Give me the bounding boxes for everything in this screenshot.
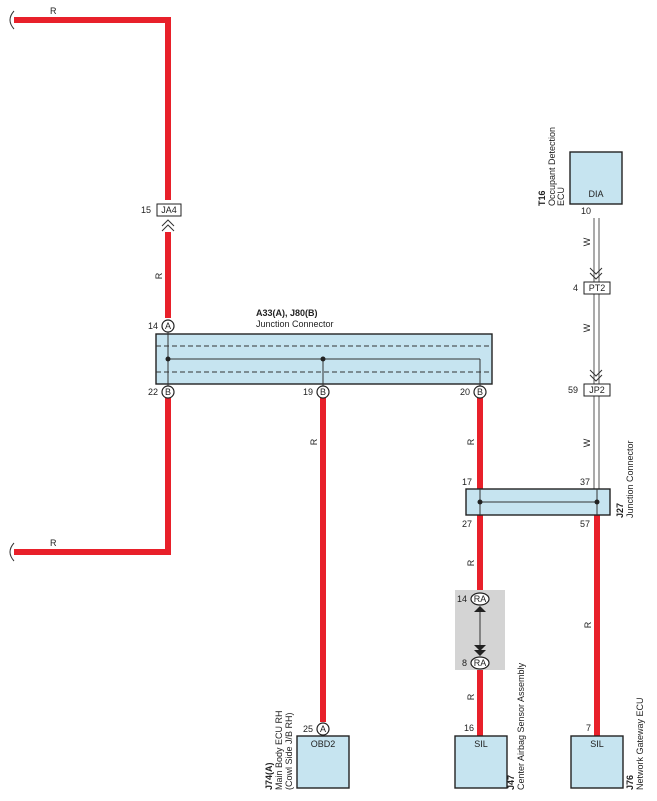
svg-text:J74(A): J74(A): [264, 762, 274, 790]
wire-label-r-j27-ra: R: [466, 559, 476, 566]
wire-label-w-3: W: [582, 438, 592, 447]
svg-text:A: A: [320, 724, 326, 734]
svg-text:20: 20: [460, 387, 470, 397]
svg-text:Junction Connector: Junction Connector: [256, 319, 334, 329]
svg-text:17: 17: [462, 477, 472, 487]
svg-text:14: 14: [148, 321, 158, 331]
svg-text:27: 27: [462, 519, 472, 529]
connector-ja4: JA4 15: [141, 203, 182, 232]
wire-label-w-1: W: [582, 237, 592, 246]
connector-ra: RA 14 RA 8: [455, 590, 505, 670]
svg-text:J76: J76: [625, 775, 635, 790]
wire-label-r-j76: R: [583, 621, 593, 628]
wire-top-break: [14, 17, 171, 200]
svg-text:19: 19: [303, 387, 313, 397]
svg-text:JA4: JA4: [161, 205, 177, 215]
break-mark-top: [9, 10, 15, 30]
svg-text:J27: J27: [615, 503, 625, 518]
svg-text:A33(A), J80(B): A33(A), J80(B): [256, 308, 318, 318]
break-mark-bottom: [9, 542, 15, 562]
wire-label-r-top: R: [50, 6, 57, 16]
junction-connector-j27: 17 37 27 57 J27 Junction Connector: [462, 440, 635, 529]
svg-text:B: B: [477, 387, 483, 397]
svg-text:Center Airbag Sensor Assembly: Center Airbag Sensor Assembly: [516, 662, 526, 790]
svg-text:Network Gateway ECU: Network Gateway ECU: [635, 697, 645, 790]
svg-text:B: B: [165, 387, 171, 397]
svg-text:57: 57: [580, 519, 590, 529]
svg-text:4: 4: [573, 283, 578, 293]
svg-text:22: 22: [148, 387, 158, 397]
svg-text:J47: J47: [506, 775, 516, 790]
ecu-j74-main-body: A 25 OBD2 J74(A) Main Body ECU RH (Cowl …: [264, 710, 350, 790]
svg-text:RA: RA: [474, 658, 487, 668]
connector-pt2: PT2 4: [573, 267, 611, 295]
wire-label-r-a33-j27: R: [466, 438, 476, 445]
wire-a33-bottom-break: [14, 398, 171, 555]
connector-jp2: JP2 59: [568, 369, 611, 397]
svg-text:Occupant Detection: Occupant Detection: [547, 127, 557, 206]
svg-text:15: 15: [141, 205, 151, 215]
svg-text:OBD2: OBD2: [311, 739, 336, 749]
svg-text:10: 10: [581, 206, 591, 216]
ecu-t16-occupant-detection: DIA 10 T16 Occupant Detection ECU: [537, 127, 623, 216]
svg-text:ECU: ECU: [556, 187, 566, 206]
svg-text:25: 25: [303, 724, 313, 734]
svg-text:16: 16: [464, 723, 474, 733]
svg-text:PT2: PT2: [589, 283, 606, 293]
wire-label-r-obd2: R: [309, 438, 319, 445]
svg-text:RA: RA: [474, 594, 487, 604]
svg-text:B: B: [320, 387, 326, 397]
junction-connector-a33: A33(A), J80(B) Junction Connector A 14 B…: [148, 308, 493, 399]
svg-text:T16: T16: [537, 190, 547, 206]
svg-text:Junction Connector: Junction Connector: [625, 440, 635, 518]
svg-text:JP2: JP2: [589, 385, 605, 395]
wire-label-w-2: W: [582, 323, 592, 332]
svg-text:SIL: SIL: [590, 739, 604, 749]
svg-text:59: 59: [568, 385, 578, 395]
wire-label-r-bottom: R: [50, 538, 57, 548]
svg-text:14: 14: [457, 594, 467, 604]
svg-text:8: 8: [462, 658, 467, 668]
ecu-j47-center-airbag-sensor: 16 SIL J47 Center Airbag Sensor Assembly: [454, 662, 526, 790]
ecu-j76-network-gateway: 7 SIL J76 Network Gateway ECU: [570, 697, 645, 790]
svg-text:Main Body ECU RH: Main Body ECU RH: [274, 710, 284, 790]
svg-text:SIL: SIL: [474, 739, 488, 749]
svg-text:A: A: [165, 321, 171, 331]
wire-label-r-ja4: R: [154, 272, 164, 279]
wire-label-r-ra-j47: R: [466, 693, 476, 700]
svg-text:37: 37: [580, 477, 590, 487]
svg-text:7: 7: [586, 723, 591, 733]
svg-text:(Cowl Side J/B RH): (Cowl Side J/B RH): [284, 712, 294, 790]
svg-text:DIA: DIA: [588, 189, 603, 199]
